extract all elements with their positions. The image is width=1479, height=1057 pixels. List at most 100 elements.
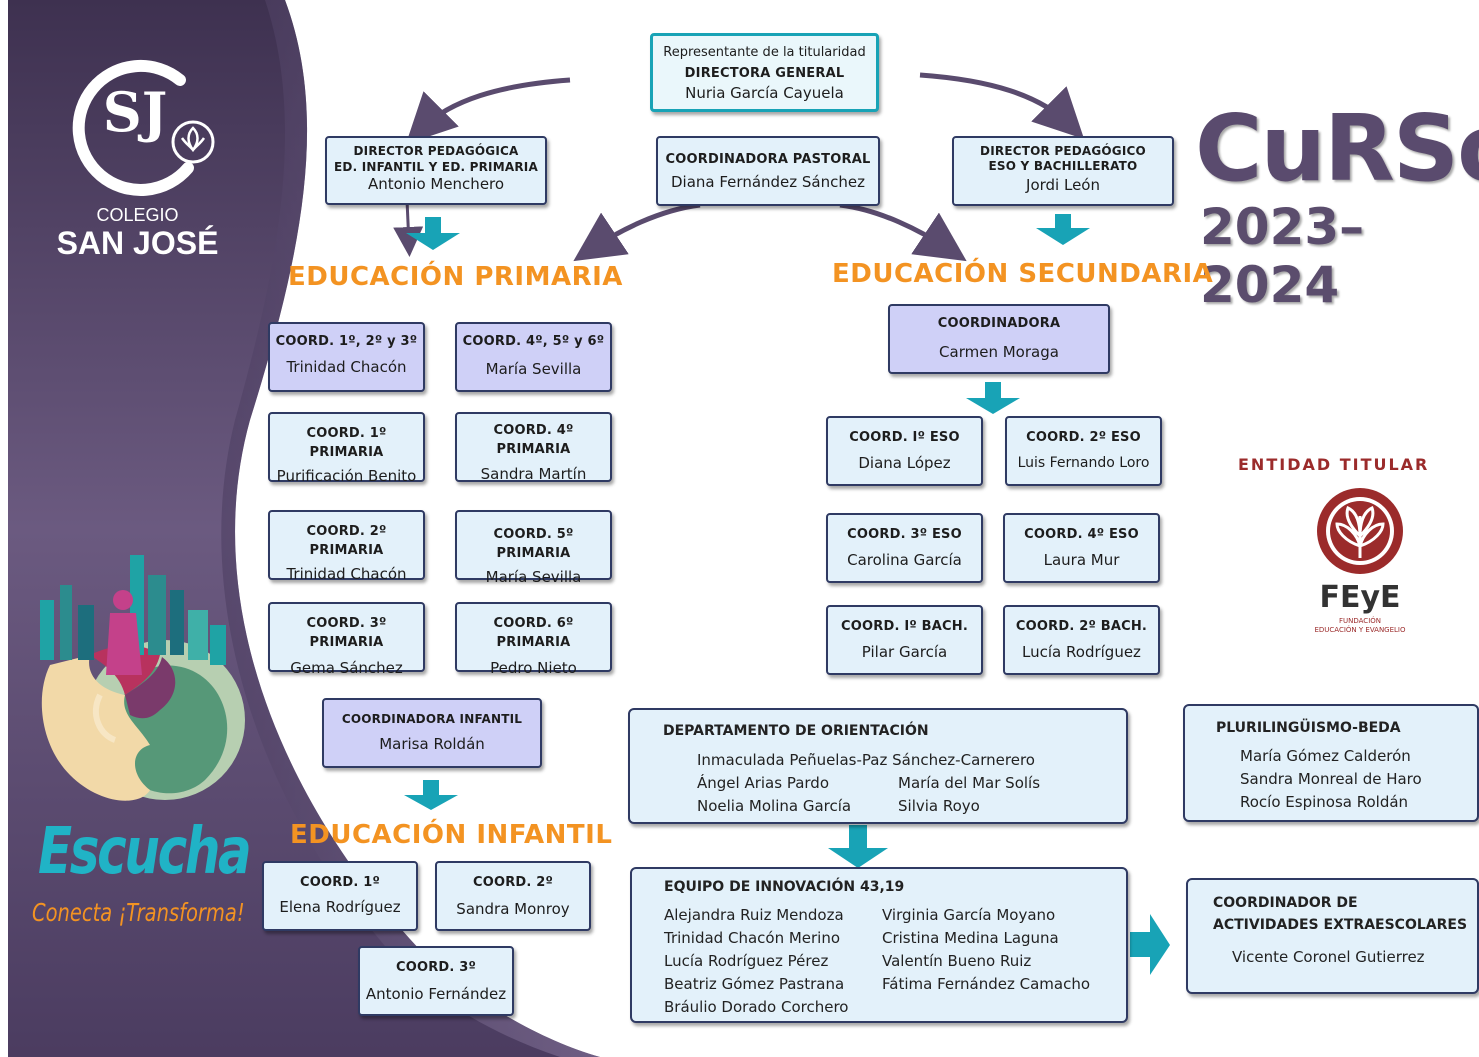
box-infantil-2: COORD. 2º Sandra Monroy	[435, 861, 591, 931]
innovacion-col1-1: Trinidad Chacón Merino	[664, 929, 841, 947]
coord-p6-name: Pedro Nieto	[490, 659, 577, 677]
dir-secundaria-title1: DIRECTOR PEDAGÓGICO	[980, 144, 1146, 158]
titular-title: DIRECTORA GENERAL	[684, 66, 845, 81]
box-coord-123: COORD. 1º, 2º y 3º Trinidad Chacón	[268, 322, 425, 392]
feye-name: FEyE	[1319, 580, 1401, 615]
box-coord-p4: COORD. 4º PRIMARIA Sandra Martín	[455, 412, 612, 483]
coord-p5-title: COORD. 5º PRIMARIA	[493, 527, 574, 561]
coord-p3-title: COORD. 3º PRIMARIA	[306, 616, 387, 650]
school-logo-icon	[72, 59, 215, 196]
coord-eso1-title: COORD. Iº ESO	[849, 430, 960, 445]
box-director-secundaria: DIRECTOR PEDAGÓGICO ESO Y BACHILLERATO J…	[952, 136, 1174, 206]
coord-123-name: Trinidad Chacón	[286, 358, 407, 376]
box-coord-p2: COORD. 2º PRIMARIA Trinidad Chacón	[268, 510, 425, 583]
infantil-2-title: COORD. 2º	[472, 875, 554, 890]
coord-456-title: COORD. 4º, 5º y 6º	[462, 334, 605, 349]
section-secundaria: EDUCACIÓN SECUNDARIA	[832, 259, 1214, 289]
feye-sub1: FUNDACIÓN	[1338, 617, 1382, 625]
infantil-1-title: COORD. 1º	[299, 875, 381, 890]
orientacion-col2-1: Silvia Royo	[898, 797, 980, 815]
box-departamento-orientacion: DEPARTAMENTO DE ORIENTACIÓN Inmaculada P…	[628, 708, 1128, 824]
box-coord-p1: COORD. 1º PRIMARIA Purificación Benito	[268, 412, 425, 485]
coord-p1-name: Purificación Benito	[276, 467, 417, 485]
extraescolares-title2: ACTIVIDADES EXTRAESCOLARES	[1213, 917, 1468, 933]
box-director-primaria: DIRECTOR PEDAGÓGICA ED. INFANTIL Y ED. P…	[325, 136, 547, 205]
coord-eso2-title: COORD. 2º ESO	[1026, 430, 1141, 445]
feye-logo-icon	[1317, 488, 1403, 574]
entidad-label: ENTIDAD TITULAR	[1238, 455, 1430, 474]
box-coord-456: COORD. 4º, 5º y 6º María Sevilla	[455, 322, 612, 392]
orientacion-line1: Inmaculada Peñuelas-Paz Sánchez-Carnerer…	[697, 751, 1035, 769]
titular-role: Representante de la titularidad	[663, 45, 866, 60]
infantil-3-title: COORD. 3º	[395, 960, 477, 975]
school-name-line1: COLEGIO	[96, 205, 179, 225]
box-equipo-innovacion: EQUIPO DE INNOVACIÓN 43,19 Alejandra Rui…	[630, 867, 1128, 1023]
innovacion-col2-0: Virginia García Moyano	[882, 906, 1056, 924]
titular-name: Nuria García Cayuela	[685, 84, 844, 102]
box-coord-eso1: COORD. Iº ESO Diana López	[826, 416, 983, 486]
coord-p1-title: COORD. 1º PRIMARIA	[306, 426, 387, 460]
coord-p2-title: COORD. 2º PRIMARIA	[306, 524, 387, 558]
feye-sub2: EDUCACIÓN Y EVANGELIO	[1314, 626, 1406, 634]
dir-primaria-title1: DIRECTOR PEDAGÓGICA	[353, 144, 519, 158]
box-coordinadora-infantil: COORDINADORA INFANTIL Marisa Roldán	[322, 698, 542, 768]
orientacion-col1-1: Noelia Molina García	[697, 797, 852, 815]
secundaria-coord-title: COORDINADORA	[937, 316, 1061, 331]
innovacion-col1-2: Lucía Rodríguez Pérez	[664, 952, 829, 970]
orientacion-col1-0: Ángel Arias Pardo	[697, 774, 829, 792]
box-coord-bach1: COORD. Iº BACH. Pilar García	[826, 605, 983, 675]
curso-years: 2023–2024	[1200, 198, 1365, 314]
section-primaria: EDUCACIÓN PRIMARIA	[288, 262, 623, 292]
extraescolares-name: Vicente Coronel Gutierrez	[1232, 948, 1425, 966]
innovacion-col1-4: Bráulio Dorado Corchero	[664, 998, 849, 1016]
coord-bach2-title: COORD. 2º BACH.	[1015, 619, 1148, 634]
extraescolares-title1: COORDINADOR DE	[1213, 895, 1358, 911]
coord-bach1-title: COORD. Iº BACH.	[841, 619, 968, 634]
innovacion-col2-3: Fátima Fernández Camacho	[882, 975, 1091, 993]
dir-primaria-name: Antonio Menchero	[367, 175, 505, 193]
coord-bach1-name: Pilar García	[861, 643, 948, 661]
innovacion-title: EQUIPO DE INNOVACIÓN 43,19	[664, 879, 905, 895]
box-coord-p5: COORD. 5º PRIMARIA María Sevilla	[455, 510, 612, 586]
logo-monogram: SJ	[102, 80, 168, 144]
dir-secundaria-name: Jordi León	[1026, 176, 1100, 194]
coord-eso3-title: COORD. 3º ESO	[847, 527, 962, 542]
infantil-3-name: Antonio Fernández	[365, 985, 507, 1003]
box-coord-bach2: COORD. 2º BACH. Lucía Rodríguez	[1003, 605, 1160, 675]
box-coordinadora-secundaria: COORDINADORA Carmen Moraga	[888, 304, 1110, 374]
plurilinguismo-title: PLURILINGÜISMO-BEDA	[1216, 720, 1401, 736]
plurilinguismo-member-1: Sandra Monreal de Haro	[1240, 770, 1422, 788]
box-extraescolares: COORDINADOR DE ACTIVIDADES EXTRAESCOLARE…	[1186, 878, 1479, 994]
box-infantil-1: COORD. 1º Elena Rodríguez	[262, 861, 418, 931]
innovacion-col2-1: Cristina Medina Laguna	[882, 929, 1059, 947]
box-coord-eso2: COORD. 2º ESO Luis Fernando Loro	[1005, 416, 1162, 486]
box-directora-general: Representante de la titularidad DIRECTOR…	[650, 33, 879, 112]
box-plurilinguismo: PLURILINGÜISMO-BEDA María Gómez Calderón…	[1183, 704, 1479, 822]
secundaria-coord-name: Carmen Moraga	[939, 343, 1059, 361]
box-coord-p6: COORD. 6º PRIMARIA Pedro Nieto	[455, 602, 612, 677]
coord-eso2-name: Luis Fernando Loro	[1017, 455, 1150, 471]
coord-p4-title: COORD. 4º PRIMARIA	[493, 423, 574, 457]
box-coord-eso4: COORD. 4º ESO Laura Mur	[1003, 513, 1160, 583]
coord-eso3-name: Carolina García	[847, 551, 962, 569]
innovacion-col1-3: Beatriz Gómez Pastrana	[664, 975, 845, 993]
dir-secundaria-title2: ESO Y BACHILLERATO	[988, 159, 1138, 173]
innovacion-col2-2: Valentín Bueno Ruiz	[882, 952, 1032, 970]
coord-p4-name: Sandra Martín	[480, 465, 587, 483]
infantil-coord-name: Marisa Roldán	[379, 735, 485, 753]
coord-eso1-name: Diana López	[858, 454, 951, 472]
coord-p5-name: María Sevilla	[485, 568, 582, 586]
orientacion-col2-0: María del Mar Solís	[898, 774, 1041, 792]
coord-p2-name: Trinidad Chacón	[286, 565, 407, 583]
infantil-2-name: Sandra Monroy	[456, 900, 570, 918]
coord-p6-title: COORD. 6º PRIMARIA	[493, 616, 574, 650]
dir-primaria-title2: ED. INFANTIL Y ED. PRIMARIA	[334, 160, 538, 174]
pastoral-title: COORDINADORA PASTORAL	[665, 152, 871, 167]
coord-456-name: María Sevilla	[485, 360, 582, 378]
plurilinguismo-member-0: María Gómez Calderón	[1240, 747, 1411, 765]
box-coordinadora-pastoral: COORDINADORA PASTORAL Diana Fernández Sá…	[656, 136, 880, 206]
coord-eso4-name: Laura Mur	[1043, 551, 1120, 569]
curso-word: CuRSo	[1195, 95, 1479, 202]
school-name-line2: SAN JOSÉ	[56, 225, 219, 261]
